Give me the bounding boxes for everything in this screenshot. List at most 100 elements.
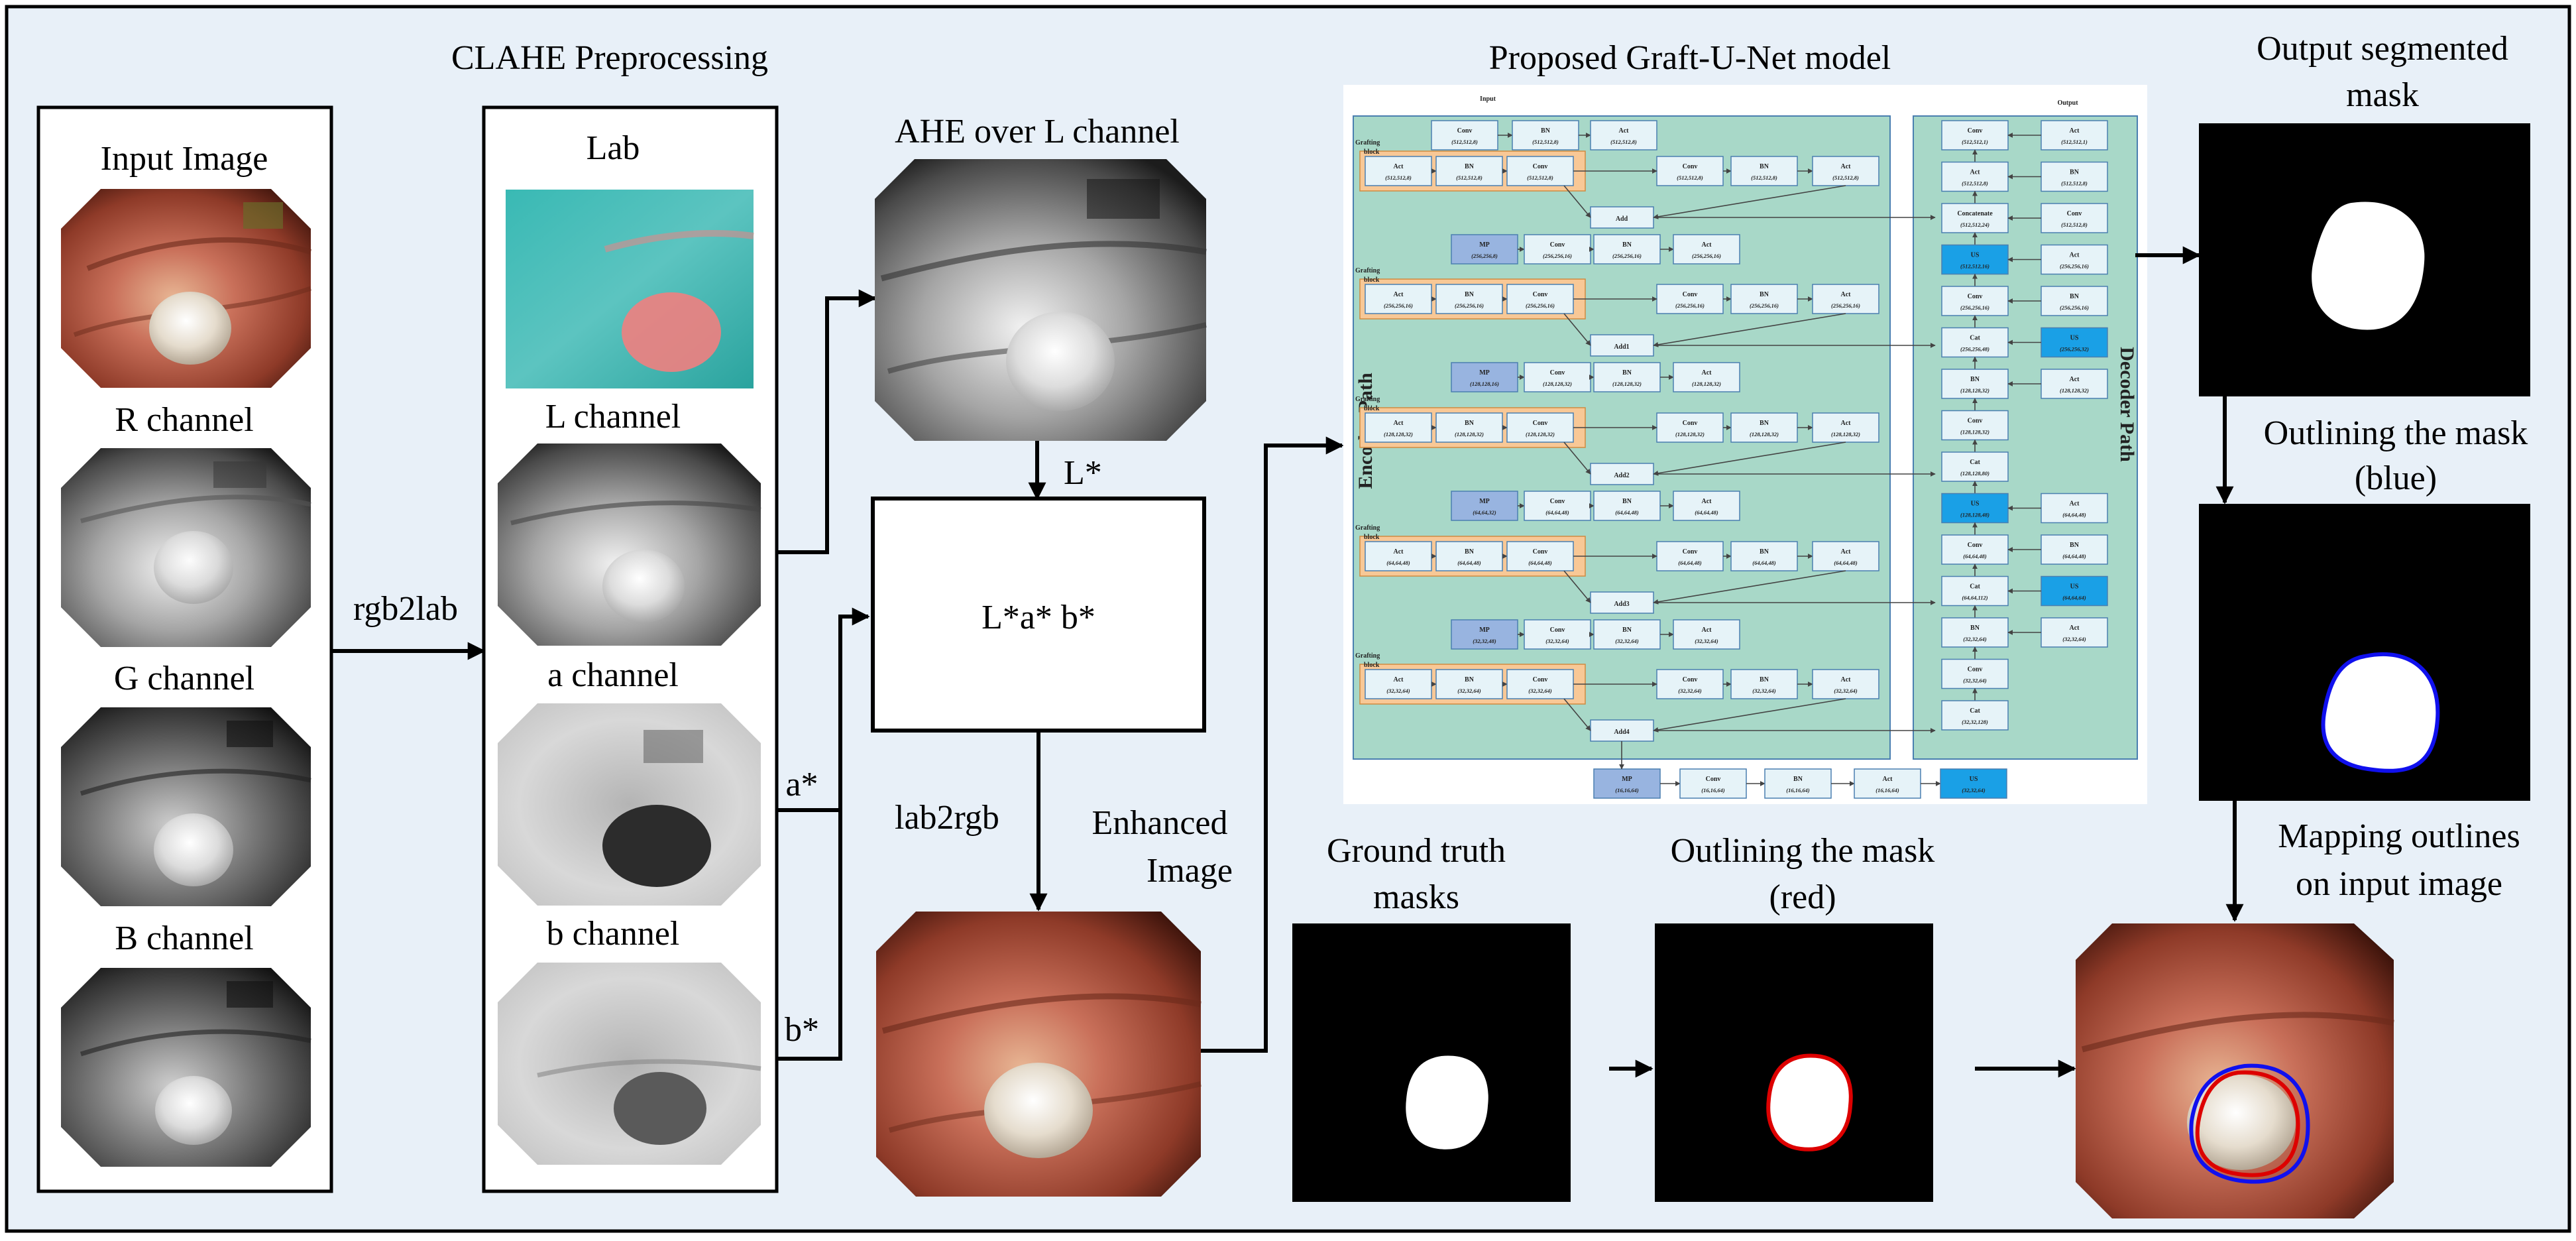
lab-image bbox=[506, 190, 754, 388]
dec-12-1-op: Act bbox=[2070, 624, 2080, 632]
graft-0-2 bbox=[1506, 156, 1574, 186]
a-channel-label: a channel bbox=[547, 656, 679, 694]
dec-11-0 bbox=[1941, 575, 2009, 607]
enc-right-1-0 bbox=[1656, 284, 1724, 314]
enc-top-1-dim: (512,512,8) bbox=[1532, 139, 1559, 145]
add-label-3: Add3 bbox=[1614, 601, 1629, 608]
outlining-red-title-2: (red) bbox=[1769, 878, 1836, 916]
enc-mp-3-3 bbox=[1673, 619, 1740, 650]
dec-6-1 bbox=[2041, 369, 2108, 399]
rgb2lab-label: rgb2lab bbox=[353, 590, 458, 628]
dec-7-0-op: Conv bbox=[1968, 418, 1983, 425]
outlining-red-title-1: Outlining the mask bbox=[1671, 832, 1935, 870]
dec-4-0 bbox=[1941, 286, 2009, 316]
dec-9-0-op: US bbox=[1971, 501, 1980, 508]
add-box-0 bbox=[1590, 206, 1654, 229]
enc-right-3-0-op: Conv bbox=[1683, 548, 1698, 556]
enc-mp-2-3-dim: (64,64,48) bbox=[1695, 509, 1718, 516]
dec-12-0-op: BN bbox=[1970, 624, 1980, 632]
enc-mp-2-3 bbox=[1673, 491, 1740, 521]
dec-1-1-op: BN bbox=[2070, 169, 2080, 176]
dec-3-0-dim: (512,512,16) bbox=[1960, 263, 1989, 270]
enc-mp-1-0-dim: (128,128,16) bbox=[1470, 381, 1499, 387]
a-star-arrow bbox=[777, 607, 870, 812]
lab-merge-label: L*a* b* bbox=[981, 599, 1095, 636]
dec-0-1 bbox=[2041, 120, 2108, 150]
enc-right-2-1-dim: (128,128,32) bbox=[1750, 431, 1779, 438]
enc-right-0-1 bbox=[1730, 156, 1798, 186]
mapping-title-2: on input image bbox=[2296, 865, 2502, 903]
grafting-label-1: Grafting bbox=[1355, 267, 1380, 274]
dec-5-1-dim: (256,256,32) bbox=[2060, 346, 2089, 353]
enc-mp-3-1-dim: (32,32,64) bbox=[1545, 638, 1569, 644]
enc-right-0-1-dim: (512,512,8) bbox=[1751, 174, 1777, 181]
enc-right-3-0-dim: (64,64,48) bbox=[1678, 560, 1702, 566]
dec-9-1-op: Act bbox=[2070, 501, 2080, 508]
dec-12-0 bbox=[1941, 617, 2009, 648]
grafting-block-label-2: block bbox=[1364, 405, 1380, 412]
graft-2-0-dim: (128,128,32) bbox=[1384, 431, 1413, 438]
dec-6-1-dim: (128,128,32) bbox=[2060, 387, 2089, 394]
enc-top-2 bbox=[1590, 120, 1657, 150]
bottleneck-1-op: Conv bbox=[1706, 776, 1721, 783]
enc-right-4-0-op: Conv bbox=[1683, 676, 1698, 683]
enc-right-4-2 bbox=[1812, 669, 1879, 699]
add-box-1 bbox=[1590, 334, 1654, 357]
grafting-block-label-3: block bbox=[1364, 534, 1380, 541]
input-image-label: Input Image bbox=[101, 140, 268, 178]
dec-14-0 bbox=[1941, 700, 2009, 731]
b-lab-channel-label: b channel bbox=[547, 915, 680, 953]
graft-to-add-3 bbox=[1563, 570, 1591, 603]
graft-3-0-dim: (64,64,48) bbox=[1386, 560, 1410, 566]
enc-right-0-2-dim: (512,512,8) bbox=[1832, 174, 1859, 181]
grafting-label-4: Grafting bbox=[1355, 652, 1380, 660]
enc-mp-0-0 bbox=[1451, 234, 1518, 265]
grafting-label-2: Grafting bbox=[1355, 396, 1380, 403]
bottleneck-1 bbox=[1679, 768, 1747, 799]
grafting-block-label-0: block bbox=[1364, 148, 1380, 156]
dec-3-0 bbox=[1941, 244, 2009, 275]
grafting-label-3: Grafting bbox=[1355, 524, 1380, 532]
dec-2-1 bbox=[2041, 203, 2108, 233]
graft-0-0-dim: (512,512,8) bbox=[1385, 174, 1412, 181]
enc-right-1-0-op: Conv bbox=[1683, 291, 1698, 298]
enc-mp-0-2-op: BN bbox=[1622, 241, 1632, 249]
dec-0-0 bbox=[1941, 120, 2009, 150]
enc-mp-1-1 bbox=[1524, 362, 1591, 392]
graft-2-2 bbox=[1506, 412, 1574, 443]
g-channel-image bbox=[61, 707, 311, 906]
graft-4-1-op: BN bbox=[1465, 676, 1475, 683]
b-star-arrow bbox=[777, 810, 842, 1061]
dec-6-0 bbox=[1941, 369, 2009, 399]
enc-right-3-1-op: BN bbox=[1760, 548, 1769, 556]
enc-mp-2-0 bbox=[1451, 491, 1518, 521]
ground-truth-title-2: masks bbox=[1373, 878, 1459, 916]
enc-right-2-2-dim: (128,128,32) bbox=[1831, 431, 1860, 438]
enc-mp-0-0-op: MP bbox=[1479, 241, 1490, 249]
enc-right-4-2-dim: (32,32,64) bbox=[1834, 687, 1858, 694]
b-star-label: b* bbox=[785, 1011, 819, 1049]
graft-0-2-op: Conv bbox=[1533, 163, 1548, 170]
outlining-blue-title-1: Outlining the mask bbox=[2264, 414, 2528, 452]
enc-right-0-2 bbox=[1812, 156, 1879, 186]
add-label-2: Add2 bbox=[1614, 472, 1629, 479]
dec-3-1-dim: (256,256,16) bbox=[2060, 263, 2089, 270]
a-channel-image bbox=[498, 703, 761, 906]
graft-0-0-op: Act bbox=[1394, 163, 1404, 170]
dec-10-1 bbox=[2041, 534, 2108, 565]
dec-11-1-dim: (64,64,64) bbox=[2062, 595, 2086, 601]
dec-12-0-dim: (32,32,64) bbox=[1963, 636, 1987, 642]
ground-truth-title-1: Ground truth bbox=[1327, 832, 1506, 870]
ahe-label: AHE over L channel bbox=[895, 113, 1180, 150]
bottleneck-0-op: MP bbox=[1622, 776, 1632, 783]
graft-to-add-0 bbox=[1563, 185, 1591, 218]
dec-8-0 bbox=[1941, 451, 2009, 482]
dec-5-1 bbox=[2041, 327, 2108, 358]
enc-mp-3-3-op: Act bbox=[1702, 626, 1712, 634]
dec-7-0 bbox=[1941, 410, 2009, 441]
right-to-add-3 bbox=[1653, 570, 1846, 605]
enc-right-4-2-op: Act bbox=[1841, 676, 1852, 683]
dec-5-0 bbox=[1941, 327, 2009, 358]
dec-11-1 bbox=[2041, 575, 2108, 607]
enc-right-3-2 bbox=[1812, 541, 1879, 571]
